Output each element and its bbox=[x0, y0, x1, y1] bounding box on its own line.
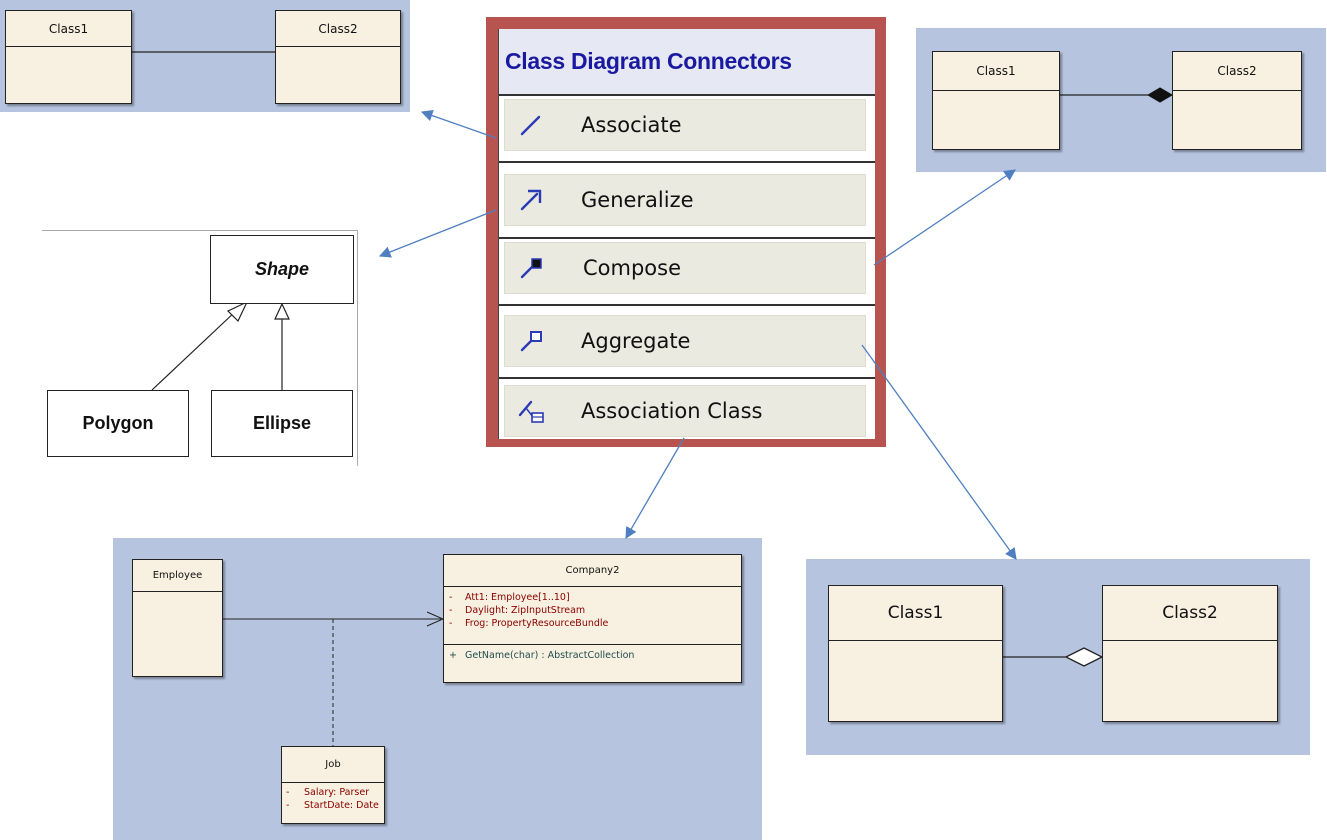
toolbox-item-label: Aggregate bbox=[581, 329, 691, 353]
class2-name: Class2 bbox=[1103, 586, 1277, 641]
toolbox-item-association-class[interactable]: Association Class bbox=[504, 385, 866, 437]
class2-name: Class2 bbox=[276, 11, 400, 47]
hollow-triangle-icon bbox=[274, 302, 290, 320]
aggregate-icon bbox=[520, 331, 542, 352]
connectors-toolbox: Class Diagram Connectors Associate Gener… bbox=[486, 17, 886, 447]
class1-name: Class1 bbox=[6, 11, 131, 47]
arrow-to-association-class bbox=[625, 437, 685, 540]
associate-diagram: Class1 Class2 bbox=[0, 0, 410, 112]
polygon-class-name: Polygon bbox=[82, 413, 154, 433]
job-class-box[interactable]: Job -Salary: Parser -StartDate: Date bbox=[281, 746, 385, 824]
toolbox-item-label: Generalize bbox=[581, 188, 694, 212]
class1-name: Class1 bbox=[933, 52, 1059, 91]
attribute-row: -Salary: Parser bbox=[286, 787, 370, 798]
shape-class-name: Shape bbox=[254, 259, 310, 279]
toolbox-item-generalize[interactable]: Generalize bbox=[504, 174, 866, 226]
toolbox-title: Class Diagram Connectors bbox=[499, 29, 875, 94]
class1-box[interactable]: Class1 bbox=[932, 51, 1060, 150]
employee-class-box[interactable]: Employee bbox=[132, 559, 223, 677]
operation-row: +GetName(char) : AbstractCollection bbox=[449, 650, 635, 661]
aggregate-diagram: Class1 Class2 bbox=[806, 559, 1310, 755]
hollow-triangle-icon bbox=[226, 300, 249, 323]
attribute-row: -StartDate: Date bbox=[286, 800, 379, 811]
association-line bbox=[132, 51, 275, 53]
company2-class-name: Company2 bbox=[444, 555, 741, 587]
employee-class-name: Employee bbox=[133, 560, 222, 592]
class1-box[interactable]: Class1 bbox=[828, 585, 1003, 722]
generalize-icon bbox=[520, 189, 542, 211]
divider bbox=[499, 161, 875, 163]
toolbox-item-associate[interactable]: Associate bbox=[504, 99, 866, 151]
ellipse-class-box[interactable]: Ellipse bbox=[211, 390, 353, 457]
class2-name: Class2 bbox=[1173, 52, 1301, 91]
associate-icon bbox=[520, 115, 541, 136]
arrow-to-generalize bbox=[378, 209, 497, 258]
class1-name: Class1 bbox=[829, 586, 1002, 641]
toolbox-item-compose[interactable]: Compose bbox=[504, 242, 866, 294]
attribute-row: -Daylight: ZipInputStream bbox=[449, 605, 586, 616]
company2-attributes: -Att1: Employee[1..10] -Daylight: ZipInp… bbox=[444, 587, 741, 645]
divider bbox=[499, 377, 875, 379]
generalize-diagram: Shape Polygon Ellipse bbox=[42, 230, 358, 466]
class2-box[interactable]: Class2 bbox=[1102, 585, 1278, 722]
arrow-to-compose bbox=[873, 169, 1016, 266]
class1-box[interactable]: Class1 bbox=[5, 10, 132, 104]
attribute-row: -Frog: PropertyResourceBundle bbox=[449, 618, 609, 629]
toolbox-panel: Class Diagram Connectors Associate Gener… bbox=[498, 29, 875, 439]
compose-diagram: Class1 Class2 bbox=[916, 28, 1326, 172]
company2-operations: +GetName(char) : AbstractCollection bbox=[444, 645, 741, 666]
association-class-diagram: Employee Company2 -Att1: Employee[1..10]… bbox=[113, 538, 762, 840]
divider bbox=[499, 94, 875, 96]
arrow-to-aggregate bbox=[861, 344, 1017, 560]
class2-box[interactable]: Class2 bbox=[275, 10, 401, 104]
association-class-icon bbox=[518, 400, 544, 423]
toolbox-item-label: Compose bbox=[583, 256, 682, 280]
toolbox-item-aggregate[interactable]: Aggregate bbox=[504, 315, 866, 367]
attribute-row: -Att1: Employee[1..10] bbox=[449, 592, 570, 603]
company2-class-box[interactable]: Company2 -Att1: Employee[1..10] -Dayligh… bbox=[443, 554, 742, 683]
divider bbox=[499, 304, 875, 306]
class2-box[interactable]: Class2 bbox=[1172, 51, 1302, 150]
job-attributes: -Salary: Parser -StartDate: Date bbox=[282, 783, 384, 815]
toolbox-item-label: Associate bbox=[581, 113, 682, 137]
compose-icon bbox=[520, 258, 542, 279]
divider bbox=[499, 237, 875, 239]
shape-class-box[interactable]: Shape bbox=[210, 235, 354, 304]
arrow-to-associate bbox=[420, 109, 497, 139]
ellipse-class-name: Ellipse bbox=[252, 413, 312, 433]
polygon-class-box[interactable]: Polygon bbox=[47, 390, 189, 457]
toolbox-item-label: Association Class bbox=[581, 399, 763, 423]
generalization-lines bbox=[42, 230, 358, 466]
job-class-name: Job bbox=[282, 747, 384, 783]
